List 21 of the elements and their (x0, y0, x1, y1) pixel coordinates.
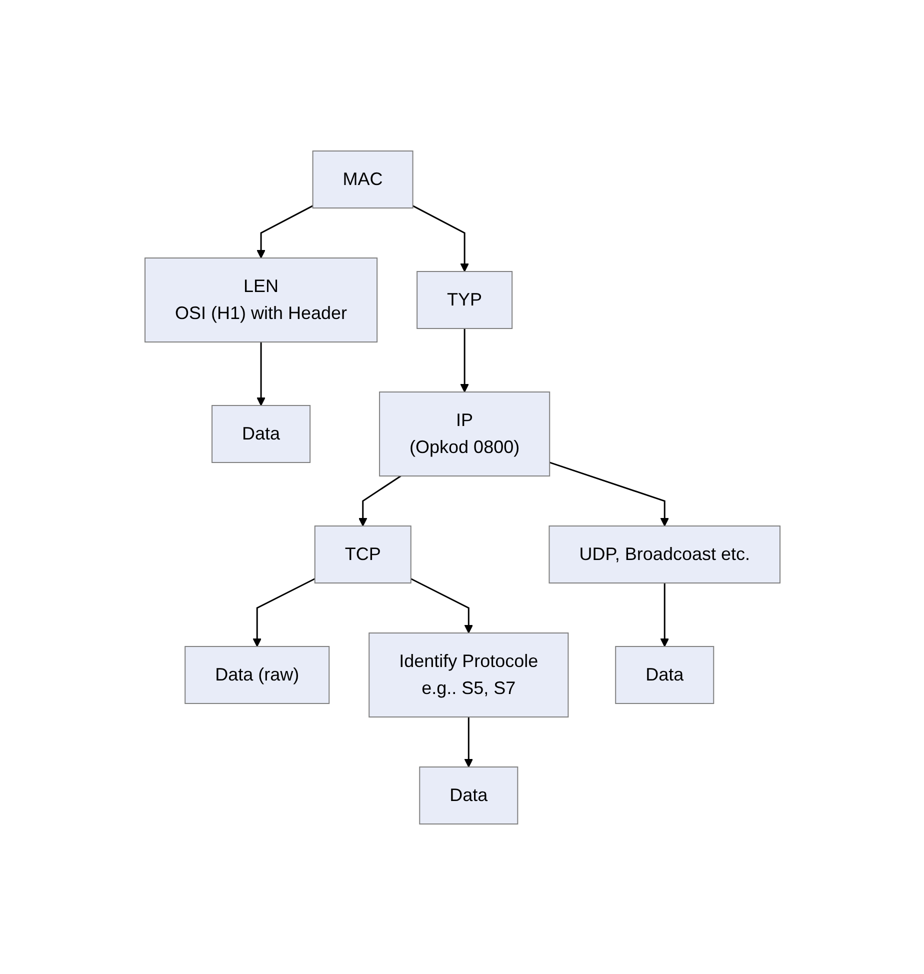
node-box: Identify Protocole e.g.. S5, S7 (368, 632, 568, 717)
arrow (660, 582, 669, 646)
node-box: IP (Opkod 0800) (378, 391, 550, 476)
arrow (412, 204, 468, 272)
node-box: TYP (416, 270, 512, 328)
arrow (548, 461, 669, 526)
arrow (358, 474, 401, 526)
node-box: LEN OSI (H1) with Header (144, 257, 378, 342)
node-box: TCP (314, 525, 411, 583)
node-box: Data (raw) (184, 646, 330, 704)
arrow (256, 204, 313, 258)
node-box: UDP, Broadcoast etc. (548, 525, 780, 583)
node-box: Data (211, 404, 310, 462)
node-box: Data (614, 646, 714, 704)
arrow (464, 716, 473, 767)
arrow (410, 578, 473, 633)
node-box: MAC (312, 150, 413, 208)
arrow (256, 342, 265, 406)
arrow (252, 578, 315, 646)
arrow (460, 328, 468, 392)
node-box: Data (418, 766, 518, 824)
